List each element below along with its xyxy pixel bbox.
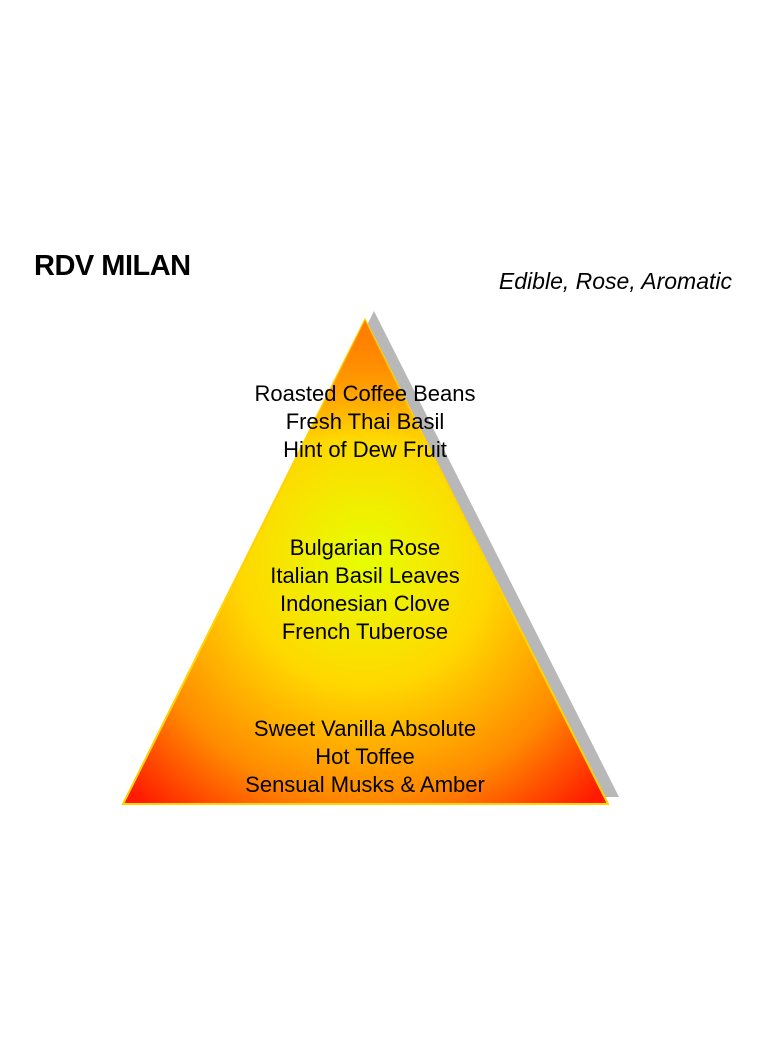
top-note: Roasted Coffee Beans bbox=[254, 381, 476, 406]
top-notes: Roasted Coffee Beans Fresh Thai Basil Hi… bbox=[165, 380, 565, 464]
accords-tagline: Edible, Rose, Aromatic bbox=[498, 268, 732, 294]
base-note: Sweet Vanilla Absolute bbox=[253, 716, 477, 741]
heart-notes: Bulgarian Rose Italian Basil Leaves Indo… bbox=[165, 534, 565, 646]
base-notes: Sweet Vanilla Absolute Hot Toffee Sensua… bbox=[165, 715, 565, 799]
heart-note: French Tuberose bbox=[281, 619, 449, 644]
heart-note: Indonesian Clove bbox=[279, 591, 450, 616]
base-note: Hot Toffee bbox=[315, 744, 415, 769]
base-note: Sensual Musks & Amber bbox=[245, 772, 485, 797]
product-title: RDV MILAN bbox=[34, 250, 191, 282]
top-note: Fresh Thai Basil bbox=[285, 409, 445, 434]
pyramid-apex-tint bbox=[123, 320, 608, 804]
heart-note: Italian Basil Leaves bbox=[270, 563, 460, 588]
top-note: Hint of Dew Fruit bbox=[283, 437, 447, 462]
heart-note: Bulgarian Rose bbox=[289, 535, 441, 560]
